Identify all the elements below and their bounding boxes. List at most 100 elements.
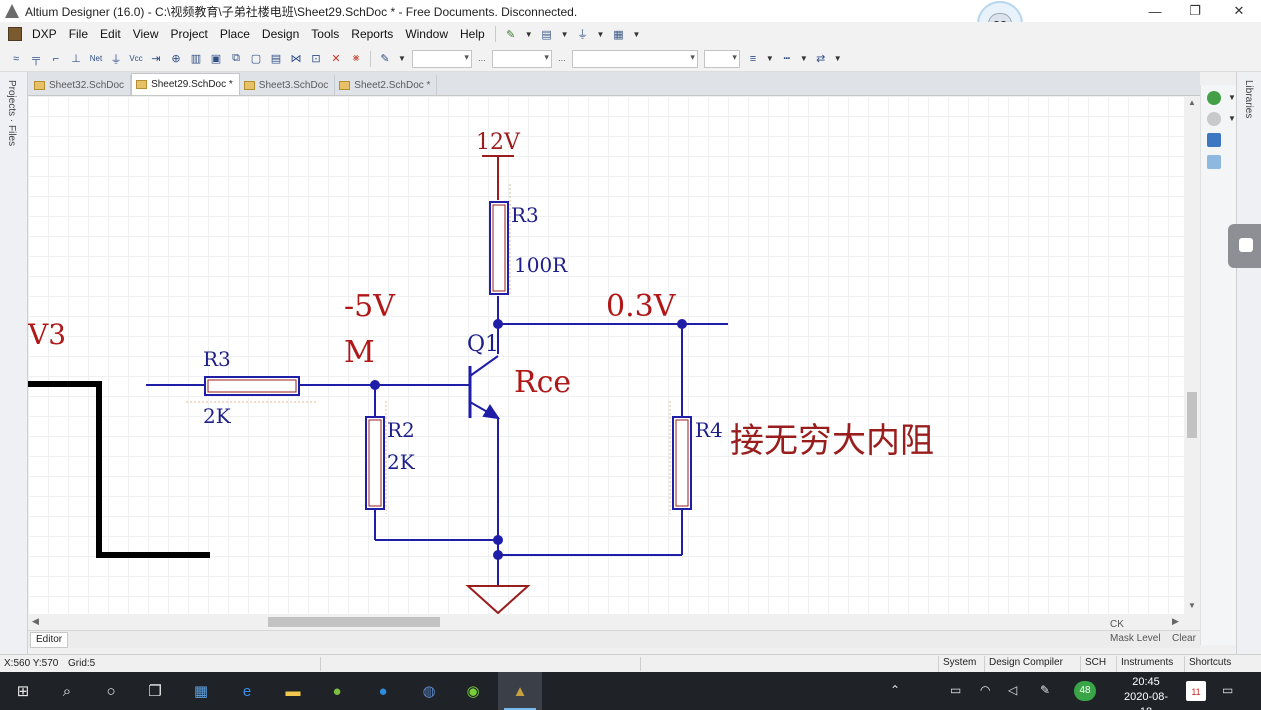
- menu-file[interactable]: File: [68, 27, 89, 41]
- menu-tools[interactable]: Tools: [311, 27, 340, 41]
- design-compiler-button[interactable]: Design Compiler: [984, 656, 1067, 672]
- sheet-entry-icon[interactable]: ▣: [210, 53, 222, 65]
- signal-harness-icon[interactable]: ⋈: [290, 53, 302, 65]
- ground-symbol[interactable]: [465, 585, 531, 615]
- calendar-notify-icon[interactable]: 11: [1186, 681, 1206, 701]
- windows-start-icon[interactable]: ⊞: [16, 683, 30, 700]
- menu-window[interactable]: Window: [405, 27, 448, 41]
- resistor-r4[interactable]: [669, 401, 692, 514]
- libraries-panel-strip[interactable]: Libraries: [1236, 72, 1261, 654]
- menu-place[interactable]: Place: [219, 27, 250, 41]
- blue-app-icon[interactable]: ●: [378, 682, 388, 700]
- pen-tray-icon[interactable]: ✎: [1040, 683, 1051, 697]
- harness-icon[interactable]: ▢: [250, 53, 262, 65]
- gnd-icon[interactable]: ⏚: [110, 53, 122, 66]
- bus-entry-icon[interactable]: ⌐: [52, 52, 60, 65]
- arrange-icon[interactable]: ⇄: [816, 53, 826, 65]
- chevron-down-icon[interactable]: ▼: [1228, 93, 1236, 102]
- mask-level-button[interactable]: Mask Level: [1110, 633, 1161, 644]
- sch-panel-button[interactable]: SCH: [1080, 656, 1110, 672]
- tab-sheet29[interactable]: Sheet29.SchDoc *: [131, 73, 240, 95]
- taskbar-clock[interactable]: 20:45 2020-08-18: [1118, 675, 1174, 710]
- volume-icon[interactable]: ◁: [1008, 683, 1018, 697]
- chevron-down-icon[interactable]: ▼: [398, 54, 406, 63]
- close-button[interactable]: ✕: [1233, 3, 1245, 18]
- part-icon[interactable]: ⊕: [171, 53, 181, 65]
- forward-icon[interactable]: [1207, 112, 1221, 126]
- horizontal-scrollbar[interactable]: ◀ ▶: [28, 614, 1200, 630]
- menu-project[interactable]: Project: [170, 27, 208, 41]
- grid-icon[interactable]: ▦: [613, 28, 624, 41]
- menu-design[interactable]: Design: [261, 27, 300, 41]
- altium-taskbar-button[interactable]: [498, 672, 542, 710]
- wechat-icon[interactable]: ◉: [466, 683, 480, 700]
- system-panel-button[interactable]: System: [938, 656, 980, 672]
- no-erc-icon[interactable]: ✕: [331, 53, 341, 65]
- resistor-r2[interactable]: [365, 401, 387, 514]
- projects-panel-label[interactable]: Projects · Files: [6, 80, 17, 147]
- power-port-12v[interactable]: [482, 155, 514, 200]
- horizontal-scroll-thumb[interactable]: [268, 617, 440, 627]
- minimize-button[interactable]: —: [1148, 3, 1162, 19]
- dash-style-icon[interactable]: ┅: [783, 53, 791, 65]
- clear-button[interactable]: Clear: [1172, 633, 1196, 644]
- file-explorer-icon[interactable]: ▬: [285, 682, 301, 700]
- vcc-icon[interactable]: Vcc: [129, 54, 143, 63]
- resistor-r3-left[interactable]: [186, 376, 318, 403]
- chevron-down-icon[interactable]: ▼: [833, 54, 842, 63]
- chevron-down-icon[interactable]: ▼: [1228, 114, 1236, 123]
- tab-sheet32[interactable]: Sheet32.SchDoc: [30, 75, 132, 95]
- green-app-icon[interactable]: ●: [332, 682, 342, 700]
- chevron-down-icon[interactable]: ▼: [560, 29, 569, 39]
- harness-entry-icon[interactable]: ▤: [270, 53, 282, 65]
- maximize-button[interactable]: ❐: [1189, 3, 1201, 18]
- chevron-down-icon[interactable]: ▼: [799, 54, 808, 63]
- chevron-up-icon[interactable]: ⌃: [890, 683, 901, 697]
- bus-icon[interactable]: ╤: [32, 52, 40, 65]
- menu-edit[interactable]: Edit: [100, 27, 121, 41]
- transistor-q1[interactable]: [468, 355, 501, 420]
- sheet-symbol-icon[interactable]: ▥: [190, 53, 202, 65]
- home-icon[interactable]: [1207, 133, 1221, 147]
- tab-sheet3[interactable]: Sheet3.SchDoc: [240, 75, 336, 95]
- globe-app-icon[interactable]: ◍: [422, 683, 436, 700]
- style-combo[interactable]: [571, 49, 698, 68]
- device-sheet-icon[interactable]: ⧉: [232, 52, 240, 64]
- menu-view[interactable]: View: [132, 27, 159, 41]
- projects-panel-strip[interactable]: Projects · Files: [0, 72, 28, 654]
- net-label-icon[interactable]: ⊥: [71, 53, 81, 65]
- back-icon[interactable]: [1207, 91, 1221, 105]
- badge-48[interactable]: 48: [1074, 681, 1096, 701]
- power-port-icon[interactable]: ⏚: [577, 29, 589, 41]
- chevron-down-icon[interactable]: ▼: [632, 29, 641, 39]
- calculator-icon[interactable]: ▦: [193, 683, 209, 700]
- libraries-panel-label[interactable]: Libraries: [1243, 80, 1254, 119]
- scroll-left-icon[interactable]: ◀: [32, 616, 39, 626]
- resistor-r3-top[interactable]: [489, 184, 511, 296]
- vertical-scrollbar[interactable]: ▲ ▼: [1184, 96, 1200, 616]
- scroll-down-icon[interactable]: ▼: [1188, 601, 1196, 610]
- action-center-icon[interactable]: ▭: [1222, 683, 1234, 697]
- tab-sheet2[interactable]: Sheet2.SchDoc *: [335, 75, 438, 95]
- net-icon[interactable]: Net: [89, 54, 103, 63]
- menu-reports[interactable]: Reports: [351, 27, 394, 41]
- vertical-scroll-thumb[interactable]: [1187, 392, 1197, 438]
- scroll-right-icon[interactable]: ▶: [1172, 616, 1179, 626]
- instruments-button[interactable]: Instruments: [1116, 656, 1177, 672]
- chevron-down-icon[interactable]: ▼: [765, 54, 774, 63]
- size-combo[interactable]: [491, 49, 552, 68]
- altium-app-icon[interactable]: ▲: [512, 682, 528, 700]
- cortana-icon[interactable]: ○: [106, 682, 116, 700]
- schematic-canvas[interactable]: V3: [28, 96, 1200, 616]
- menu-help[interactable]: Help: [460, 27, 485, 41]
- port-icon[interactable]: ⇥: [151, 53, 161, 65]
- schematic-drawing[interactable]: V3: [28, 96, 1200, 616]
- chevron-down-icon[interactable]: ▼: [524, 29, 533, 39]
- directive-icon[interactable]: ⊡: [311, 53, 321, 65]
- edge-browser-icon[interactable]: e: [242, 682, 252, 700]
- task-view-icon[interactable]: ❐: [148, 683, 162, 700]
- align-tool-icon[interactable]: ▤: [541, 28, 552, 41]
- menu-dxp[interactable]: DXP: [32, 27, 57, 41]
- wifi-icon[interactable]: ◠: [980, 683, 991, 697]
- pen-icon[interactable]: ✎: [380, 53, 390, 65]
